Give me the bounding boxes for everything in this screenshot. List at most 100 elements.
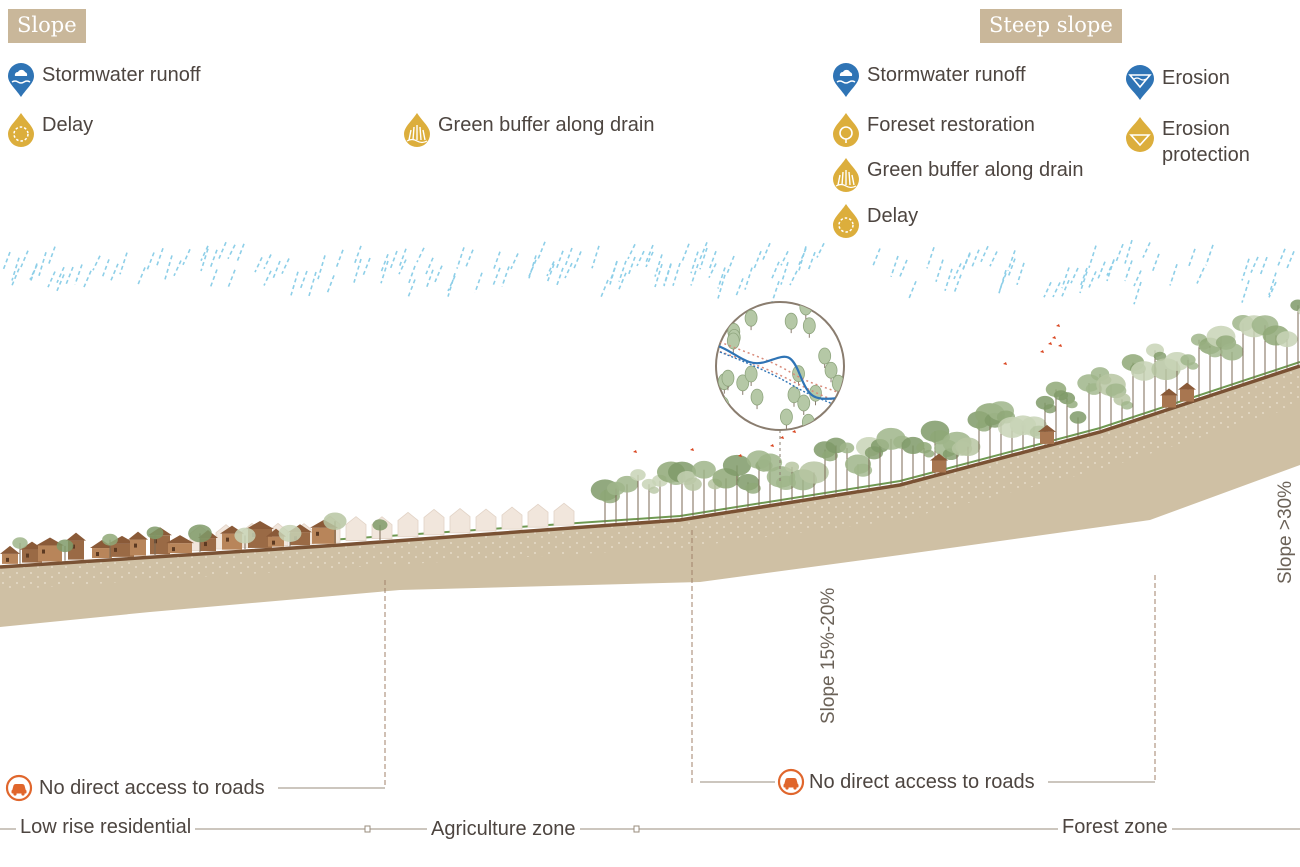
house	[110, 543, 134, 557]
house	[22, 549, 42, 563]
house-roof	[166, 535, 194, 544]
house-window	[72, 544, 75, 549]
zone-markers	[278, 530, 1156, 789]
rain-streak	[218, 241, 227, 259]
slope-mid-label: Slope 15%-20%	[818, 587, 839, 724]
rain-streak	[600, 279, 609, 298]
tree-canopy	[1043, 404, 1057, 414]
tree-canopy	[799, 461, 829, 484]
rain-streak	[308, 271, 317, 297]
rain-streak	[155, 247, 164, 269]
tree-canopy	[839, 442, 855, 454]
tree-canopy	[234, 527, 256, 544]
rain-streak	[1043, 281, 1052, 298]
house-roof	[90, 540, 114, 549]
rain-streak	[807, 251, 816, 272]
house-window	[172, 547, 175, 552]
rain-streak	[1124, 239, 1133, 264]
rain-streak	[663, 264, 672, 287]
rain-streak	[971, 249, 980, 268]
rain-streak	[1196, 267, 1205, 284]
plan-tree	[797, 394, 811, 412]
rain-streak	[317, 255, 326, 280]
rain-streak	[200, 245, 209, 262]
green-buffer-icon	[404, 113, 430, 147]
slope-tag: Slope	[8, 9, 86, 43]
green-buffer-icon	[833, 158, 859, 192]
rain-streak	[389, 250, 398, 271]
rain-streak	[1241, 280, 1250, 303]
plan-tree	[726, 332, 740, 350]
rain-streak	[699, 242, 708, 260]
house-window	[226, 537, 229, 542]
rain-streak	[1079, 271, 1088, 294]
rain-streak	[1088, 245, 1097, 269]
rain-streak	[944, 268, 953, 291]
rain-streak	[908, 280, 917, 299]
house	[168, 543, 192, 554]
rain-streak	[780, 250, 789, 266]
house-window	[114, 547, 117, 552]
rain-streak	[762, 242, 771, 260]
rain-streak	[56, 266, 65, 284]
rain-streak	[1268, 272, 1277, 296]
hill-houses	[930, 382, 1196, 473]
rain-streak	[11, 268, 20, 286]
rain-streak	[573, 251, 582, 269]
rain-streak	[962, 253, 971, 270]
plan-tree	[744, 309, 758, 327]
plan-tree	[744, 365, 758, 383]
house-roof	[0, 545, 20, 554]
tree-canopy	[630, 469, 646, 481]
rain-streak	[425, 269, 434, 290]
rain-streak	[953, 274, 962, 294]
tree-canopy	[1066, 400, 1078, 409]
rain-streak	[1241, 258, 1250, 281]
rain-streak	[1268, 281, 1277, 298]
rain-streak	[1124, 260, 1133, 282]
plan-tree	[780, 408, 793, 426]
stormwater-runoff-icon	[8, 63, 34, 97]
rain-streak	[56, 274, 65, 292]
tree-canopy	[923, 449, 935, 458]
bird	[792, 430, 796, 433]
tree-canopy	[56, 539, 74, 553]
house	[312, 527, 336, 544]
car-icon	[5, 774, 33, 802]
rain-streak	[110, 263, 119, 281]
rain-streak	[299, 270, 308, 291]
tree-canopy	[146, 526, 164, 540]
house-roof	[66, 532, 86, 541]
legend-left-stormwater: Stormwater runoff	[6, 62, 201, 98]
rain-streak	[425, 257, 434, 275]
rain-streak	[528, 255, 537, 279]
bird	[633, 450, 637, 453]
rain-streak	[407, 279, 416, 298]
steep-slope-tag: Steep slope	[980, 9, 1122, 43]
bird	[1048, 342, 1052, 345]
house-roof	[128, 531, 148, 540]
tree-canopy	[684, 477, 702, 491]
rain-streak	[872, 248, 881, 267]
hill-house	[932, 460, 946, 473]
house-window	[96, 552, 99, 557]
rain-streak	[636, 250, 645, 267]
plan-tree	[818, 347, 832, 365]
rain-streak	[935, 259, 944, 282]
erosion-icon	[1126, 65, 1154, 100]
tree-canopy	[1220, 343, 1244, 361]
rain-streak	[953, 263, 962, 280]
rain-streak	[465, 249, 474, 268]
rain-streak	[690, 251, 699, 274]
bird	[690, 448, 694, 451]
tree-canopy	[648, 486, 660, 494]
rain-streak	[416, 247, 425, 263]
rain-streak	[926, 247, 935, 269]
hill-house	[1162, 395, 1176, 408]
rain-streak	[1007, 258, 1016, 278]
rain-streak	[1169, 263, 1178, 286]
tree-canopy	[853, 463, 873, 477]
rain-streak	[434, 265, 443, 283]
house	[268, 536, 284, 547]
hill-house-roof	[930, 453, 948, 461]
